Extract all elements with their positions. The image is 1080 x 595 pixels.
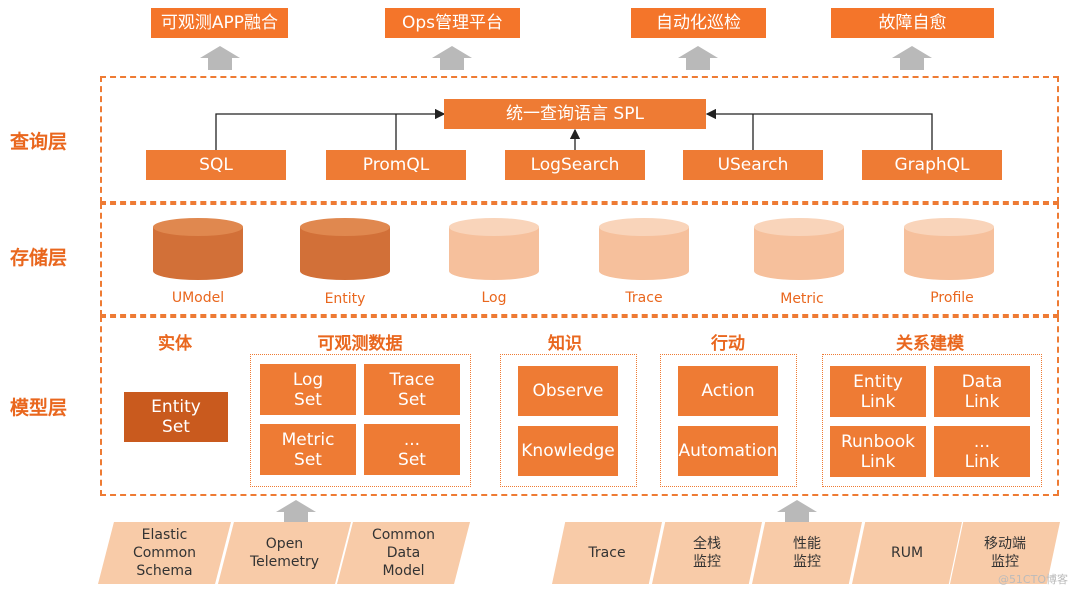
source-product: 移动端 监控 (950, 522, 1060, 584)
source-label: Elastic Common Schema (132, 527, 197, 579)
top-app-box: 自动化巡检 (631, 8, 766, 38)
relation-link-box: ... Link (934, 426, 1030, 477)
query-language-box: SQL (146, 150, 286, 180)
source-standard: Elastic Common Schema (98, 522, 231, 584)
source-label: 全栈 监控 (693, 536, 721, 570)
cylinder-icon (153, 218, 243, 280)
source-label: 移动端 监控 (984, 536, 1026, 570)
action-box: Automation (678, 426, 778, 476)
graphql-connector (705, 108, 933, 150)
storage-label: Log (481, 290, 507, 306)
cylinder-icon (904, 218, 994, 280)
query-language-box: LogSearch (505, 150, 645, 180)
cylinder-icon (300, 218, 390, 280)
storage-layer-frame (100, 203, 1059, 316)
knowledge-box: Knowledge (518, 426, 618, 476)
query-layer-frame (100, 76, 1059, 203)
source-label: RUM (890, 545, 924, 561)
entity-set-box: Entity Set (124, 392, 228, 442)
up-arrow-icon (777, 500, 817, 522)
up-arrow-icon (432, 46, 472, 70)
source-product: RUM (852, 522, 962, 584)
storage-cylinders (153, 218, 994, 280)
observable-set-box: Metric Set (260, 424, 356, 475)
action-box: Action (678, 366, 778, 416)
query-language-box: PromQL (326, 150, 466, 180)
source-label: Common Data Model (371, 527, 436, 579)
up-arrow-icon (678, 46, 718, 70)
source-product: 性能 监控 (752, 522, 862, 584)
storage-label: Profile (930, 290, 974, 306)
up-arrows (200, 46, 932, 522)
storage-label: Metric (780, 291, 824, 307)
source-standard: Open Telemetry (218, 522, 351, 584)
query-language-box: USearch (683, 150, 823, 180)
storage-label: Entity (324, 291, 366, 307)
source-standard: Common Data Model (337, 522, 470, 584)
model-layer-frame (100, 316, 1059, 496)
source-label: Open Telemetry (249, 536, 320, 570)
cylinder-icon (754, 218, 844, 280)
query-layer-label: 查询层 (10, 131, 68, 153)
up-arrow-icon (892, 46, 932, 70)
cylinder-icon (449, 218, 539, 280)
relation-group (822, 354, 1042, 487)
query-connectors (215, 108, 933, 150)
source-label: 性能 监控 (793, 536, 821, 570)
observable-data-group (250, 354, 471, 487)
source-product: Trace (552, 522, 662, 584)
action-group (660, 354, 797, 487)
storage-label: UModel (171, 290, 225, 306)
sql-connector (215, 108, 446, 150)
category-title-observable: 可观测数据 (317, 334, 403, 354)
observable-set-box: Log Set (260, 364, 356, 415)
observable-set-box: Trace Set (364, 364, 460, 415)
knowledge-group (500, 354, 637, 487)
up-arrow-icon (276, 500, 316, 522)
category-title-entity: 实体 (158, 334, 192, 354)
storage-layer-label: 存储层 (10, 247, 68, 269)
storage-label: Trace (625, 290, 663, 306)
cylinder-icon (599, 218, 689, 280)
source-product: 全栈 监控 (652, 522, 762, 584)
source-label: Trace (588, 545, 626, 561)
category-title-action: 行动 (711, 334, 745, 354)
relation-link-box: Entity Link (830, 366, 926, 417)
knowledge-box: Observe (518, 366, 618, 416)
watermark: @51CTO博客 (997, 573, 1068, 586)
query-language-box: GraphQL (862, 150, 1002, 180)
spl-box: 统一查询语言 SPL (444, 99, 706, 129)
up-arrow-icon (200, 46, 240, 70)
model-layer-label: 模型层 (10, 397, 68, 419)
relation-link-box: Data Link (934, 366, 1030, 417)
relation-link-box: Runbook Link (830, 426, 926, 477)
category-title-relation: 关系建模 (896, 334, 964, 354)
category-title-knowledge: 知识 (548, 334, 582, 354)
top-app-box: 可观测APP融合 (151, 8, 288, 38)
observable-set-box: ... Set (364, 424, 460, 475)
top-app-box: 故障自愈 (831, 8, 994, 38)
top-app-box: Ops管理平台 (385, 8, 520, 38)
